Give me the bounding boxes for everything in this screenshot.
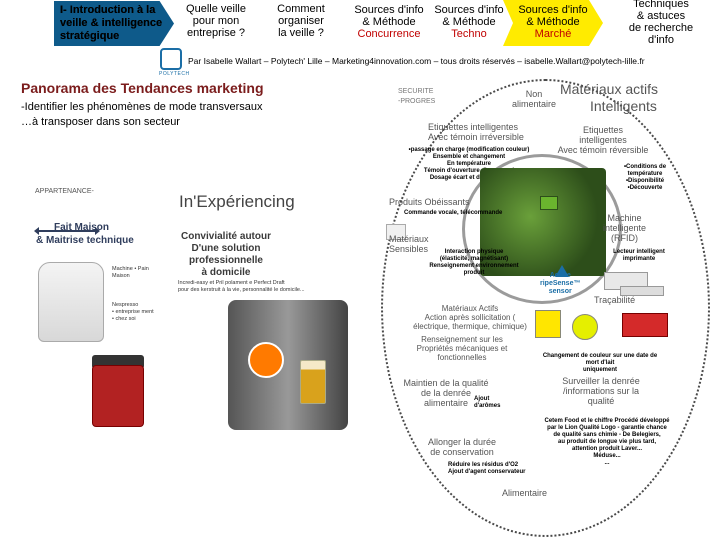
trend-ellipse <box>381 79 710 537</box>
page-title: Panorama des Tendances marketing <box>21 80 264 96</box>
bread-maker-image <box>38 262 104 342</box>
yellow-circle-indicator <box>572 314 598 340</box>
nav-sources-techno-line3: Techno <box>451 28 487 40</box>
rfid-printer-image <box>620 286 664 296</box>
alimentaire-label: Alimentaire <box>502 488 548 498</box>
machine-pain-note: Machine • Pain Maison <box>112 266 149 279</box>
etiquettes-reversible-detail: •Conditions de température •Disponibilit… <box>623 164 667 191</box>
nav-comment-organiser-link[interactable]: Comment organiser la veille ? <box>262 3 340 45</box>
nav-sources-techno-line2: & Méthode <box>442 16 496 28</box>
nav-sources-marche-line2: & Méthode <box>526 16 580 28</box>
etiquettes-irreversible-label: Etiquettes intelligentes Avec témoin irr… <box>428 122 524 142</box>
non-alimentaire-label: Non alimentaire <box>512 89 557 109</box>
beer-keg-image <box>228 300 348 430</box>
nav-intro-link[interactable]: I- Introduction à la veille & intelligen… <box>54 1 174 46</box>
double-arrow-icon <box>34 227 100 235</box>
materiaux-actifs-title: Matériaux actifs <box>560 81 659 97</box>
appartenance-label: APPARTENANCE- <box>35 188 94 195</box>
coffee-machine-image <box>92 365 144 427</box>
securite-label: SECURITE -PROGRES <box>398 88 436 105</box>
tracabilite-label: Traçabilité <box>594 295 636 305</box>
materiaux-sensibles-label: Matériaux Sensibles <box>389 234 429 254</box>
machine-intelligente-detail: Lecteur intelligent imprimante <box>613 249 665 262</box>
nav-intro-label: I- Introduction à la veille & intelligen… <box>60 4 163 42</box>
produce-sensor-image <box>480 168 606 276</box>
nav-quelle-label: Quelle veille pour mon entreprise ? <box>186 3 246 39</box>
nav-sources-marche-line3: Marché <box>534 28 572 40</box>
machine-intelligente-label: Machine intelligente (RFID) <box>603 213 647 243</box>
nav-comment-label: Comment organiser la veille ? <box>277 3 325 39</box>
nespresso-note: Nespresso • entreprise ment • chez soi <box>112 302 154 322</box>
reduire-residus-detail: Réduire les résidus d'O2 Ajout d'agent c… <box>448 462 526 475</box>
nav-sources-techno-line1: Sources d'info <box>434 4 504 16</box>
page-subtitle: -Identifier les phénomènes de mode trans… <box>21 101 263 128</box>
changement-couleur-detail: Changement de couleur sur une date de mo… <box>542 353 658 373</box>
red-tag-image <box>622 313 668 337</box>
polytech-logo-text: POLYTECH <box>159 71 190 77</box>
product-label-image <box>386 224 406 240</box>
etiquettes-reversible-label: Etiquettes intelligentes Avec témoin rév… <box>557 125 649 155</box>
intelligents-title: Intelligents <box>590 98 657 114</box>
nav-sources-techno-link[interactable]: Sources d'info & Méthode Techno <box>425 0 513 46</box>
nav-sources-concurrence-line2: & Méthode <box>362 16 416 28</box>
fait-maison-label: Fait Maison <box>54 222 110 233</box>
nav-techniques-recherche-link[interactable]: Techniques & astuces de recherche d'info <box>606 0 716 48</box>
cutout-detail: Cetem Food et le chiffre Procédé dévelop… <box>544 418 670 466</box>
center-ring <box>462 154 622 304</box>
keg-label-image <box>248 342 284 378</box>
ripesense-label: Active ripeSense™ sensor <box>540 272 581 295</box>
nav-sources-marche-line1: Sources d'info <box>518 4 588 16</box>
nav-sources-concurrence-link[interactable]: Sources d'info & Méthode Concurrence <box>343 0 435 46</box>
beer-glass-image <box>300 360 326 404</box>
nav-sources-concurrence-line3: Concurrence <box>357 28 421 40</box>
materiaux-sensibles-detail: Interaction physique (élasticité, magnét… <box>429 249 519 276</box>
nav-quelle-veille-link[interactable]: Quelle veille pour mon entreprise ? <box>176 3 256 45</box>
nav-sources-marche-link[interactable]: Sources d'info & Méthode Marché <box>503 0 603 46</box>
polytech-logo <box>160 48 182 70</box>
maintien-qualite-label: Maintien de la qualité de la denrée alim… <box>403 378 489 408</box>
credits-line: Par Isabelle Wallart – Polytech' Lille –… <box>188 56 645 66</box>
allonger-conservation-label: Allonger la durée de conservation <box>427 437 497 457</box>
ajout-aromes-detail: Ajout d'arômes <box>474 396 501 409</box>
materiaux-actifs-2-label: Matériaux Actifs Action après sollicitat… <box>413 304 527 331</box>
yellow-label-image <box>535 310 561 338</box>
nav-techniques-label: Techniques & astuces de recherche d'info <box>628 0 694 46</box>
nav-sources-concurrence-line1: Sources d'info <box>354 4 424 16</box>
surveiller-denree-label: Surveiller la denrée /informations sur l… <box>562 376 640 406</box>
green-sensor-tag <box>540 196 558 210</box>
renseignement-label: Renseignement sur les Propriétés mécaniq… <box>416 335 508 362</box>
produits-obeissants-label: Produits Obéissants <box>389 197 470 207</box>
incredi-note: Incredi-easy et Pril polament e Perfect … <box>178 280 305 293</box>
experiencing-title: In'Expériencing <box>179 192 295 211</box>
convivialite-text: Convivialité autour D'une solution profe… <box>180 231 271 278</box>
maitrise-technique-label: & Maitrise technique <box>36 235 134 246</box>
produits-obeissants-detail: Commande vocale, télécommande <box>404 210 503 216</box>
